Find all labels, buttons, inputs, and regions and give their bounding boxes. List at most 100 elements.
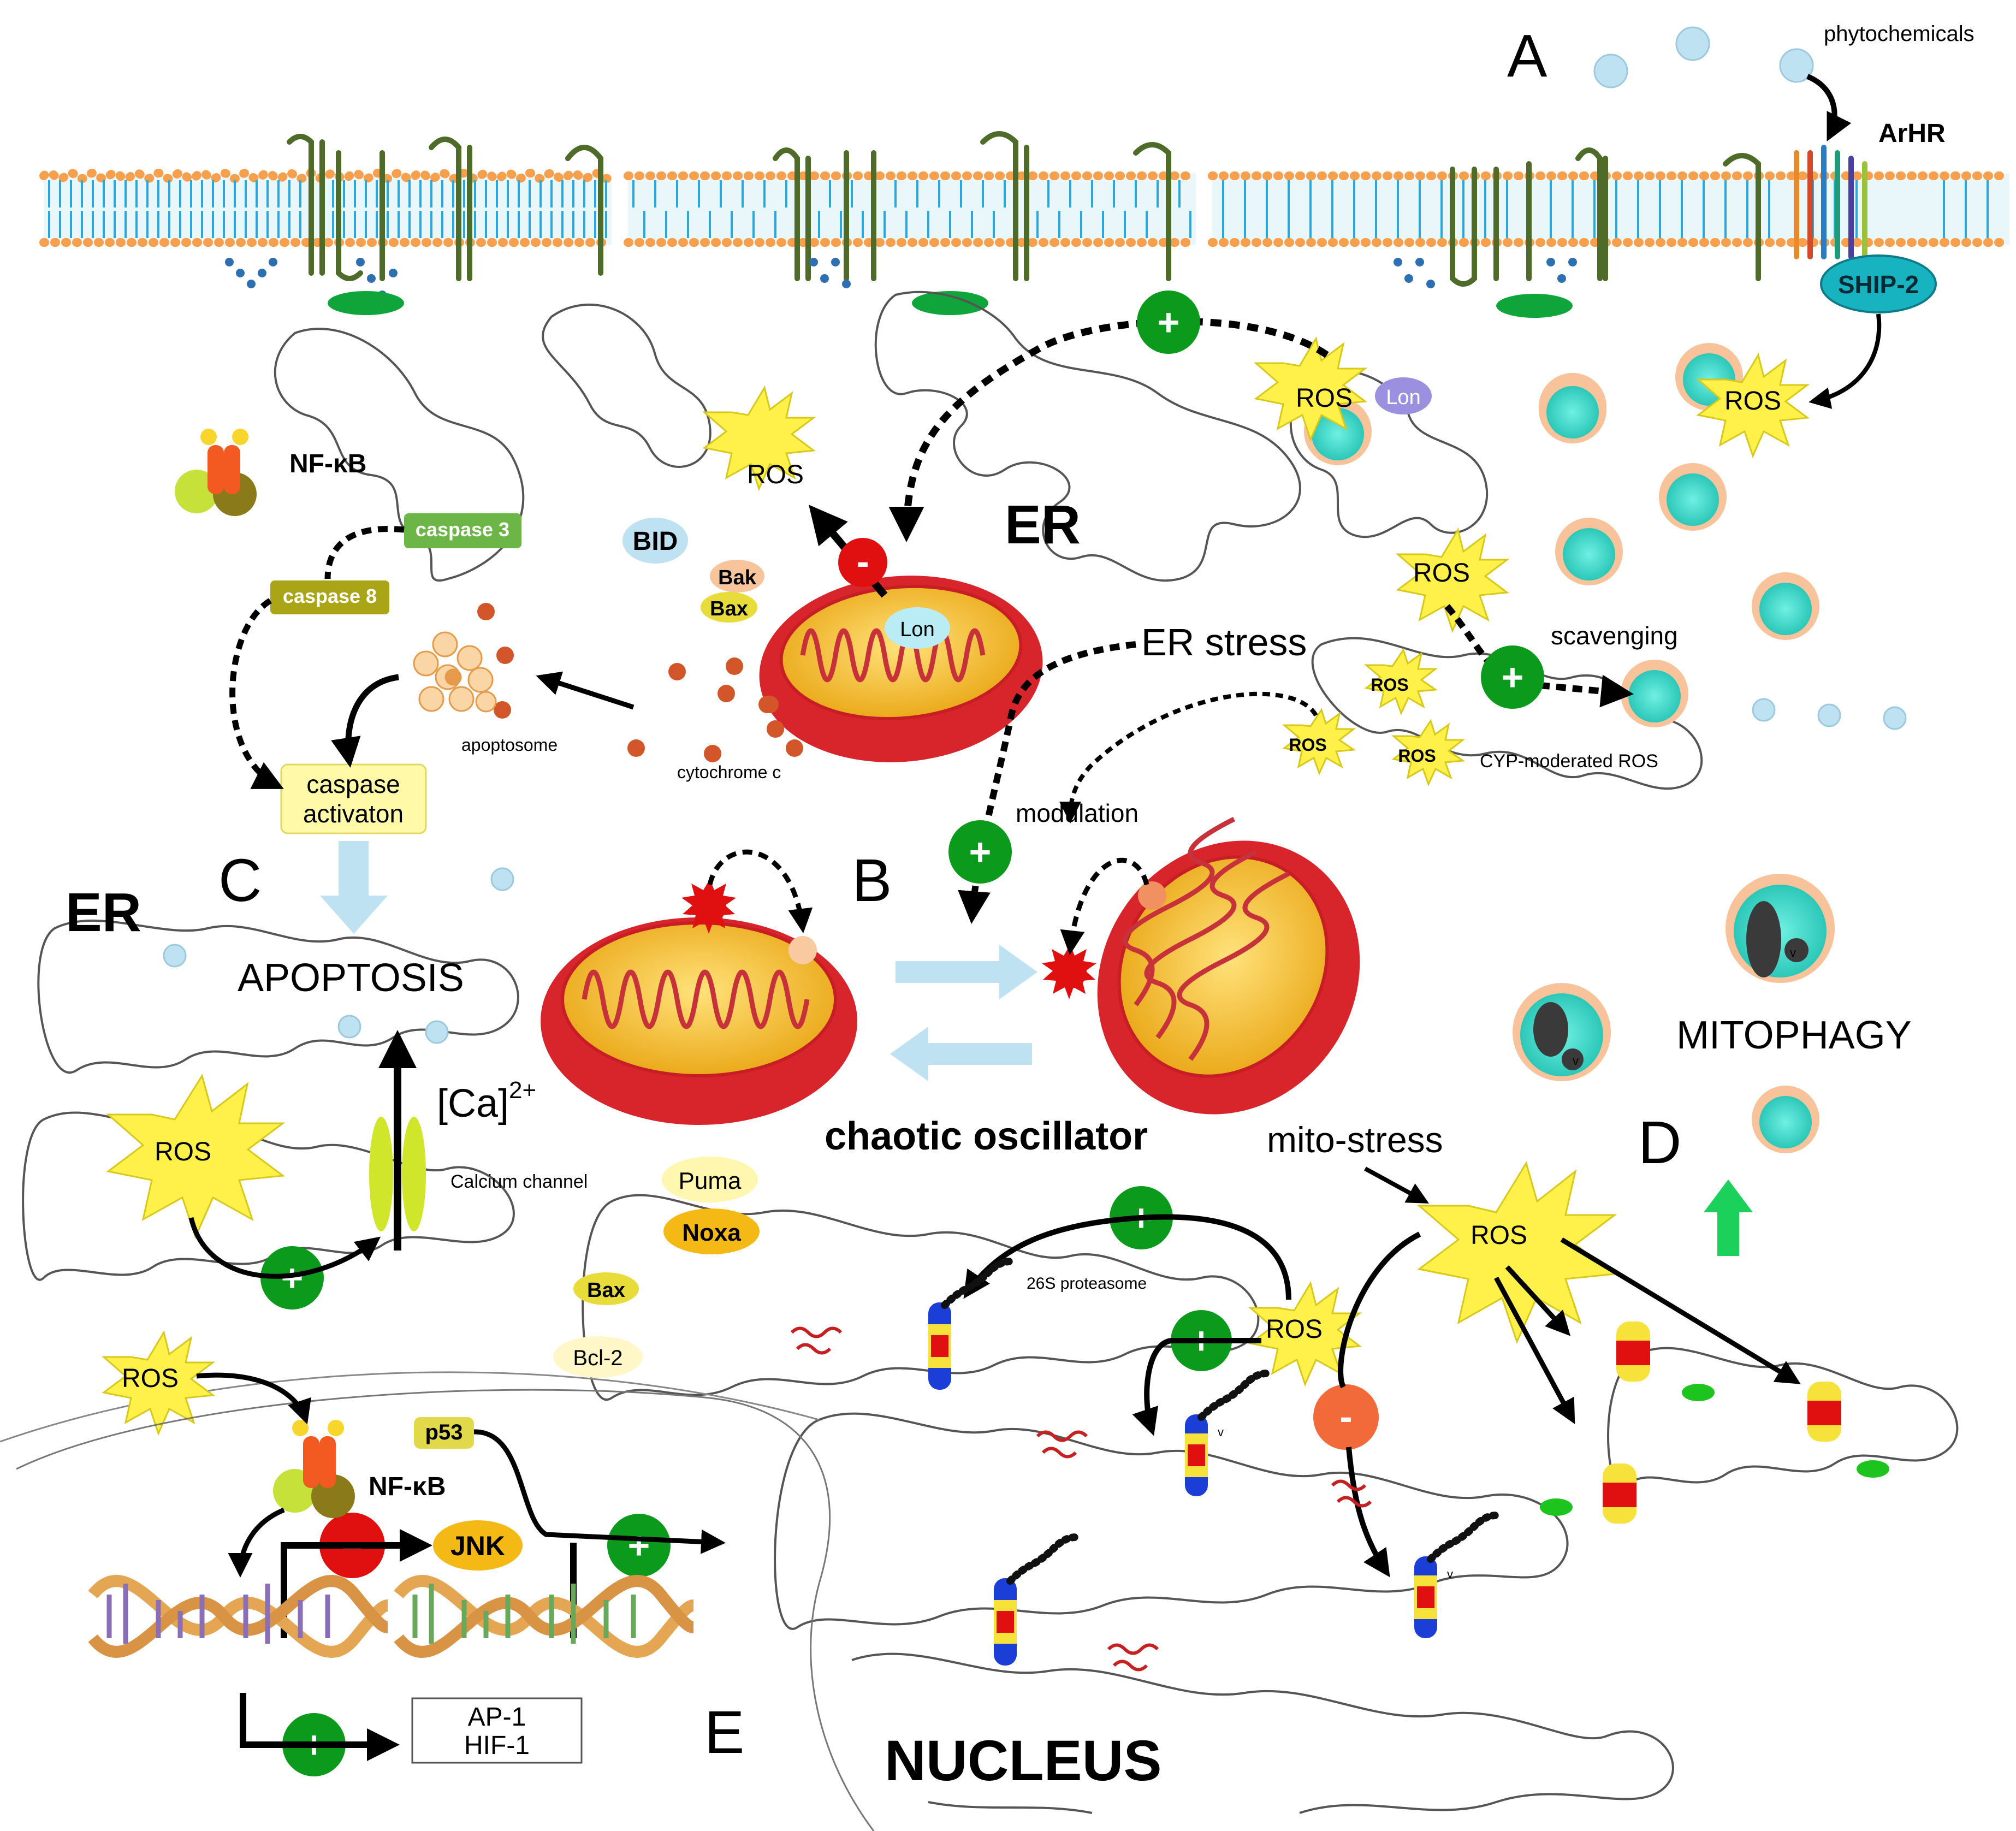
calcium-channel-icon xyxy=(369,1117,426,1231)
caspase-activation-line2: activaton xyxy=(303,799,404,828)
caspase-3-box xyxy=(404,513,521,548)
nucleus-label: NUCLEUS xyxy=(885,1729,1162,1793)
mitophagy-label: MITOPHAGY xyxy=(1676,1014,1912,1057)
v-mark: v xyxy=(1573,1054,1579,1068)
panel-label-e: E xyxy=(704,1699,744,1766)
arhr-receptor-icon xyxy=(1794,145,1867,259)
er-label-top: ER xyxy=(1005,494,1081,555)
proteasome-core xyxy=(1603,1463,1636,1524)
panel-label-b: B xyxy=(852,847,892,914)
ros-stars xyxy=(102,336,1810,1436)
protein-fragment xyxy=(1540,1498,1573,1516)
nfkb-complex-nuclear-icon xyxy=(273,1420,355,1518)
ros-star xyxy=(1696,353,1810,459)
cell-membrane xyxy=(39,131,2014,318)
activation-to-apoptosis-arrow xyxy=(320,841,388,934)
noxa-label: Noxa xyxy=(682,1219,741,1246)
p53-label: p53 xyxy=(425,1420,463,1444)
p53-to-dna-arrow xyxy=(473,1429,726,1554)
ros-star xyxy=(1248,1281,1362,1387)
ros-label: ROS xyxy=(1471,1221,1527,1250)
mitochondrion-top xyxy=(759,576,1043,762)
membrane-segment-left xyxy=(39,169,616,247)
phytochemicals-label: phytochemicals xyxy=(1824,22,1975,46)
ship2-badge xyxy=(1820,254,1937,313)
ros-label: ROS xyxy=(155,1137,211,1166)
modulation-label: modulation xyxy=(1016,799,1139,827)
ros-star xyxy=(1282,708,1356,775)
panel-label-c: C xyxy=(218,847,262,914)
proteasome-cores xyxy=(1540,1322,1889,1524)
apoptosis-label: APOPTOSIS xyxy=(238,956,464,1000)
scavenging-label: scavenging xyxy=(1551,621,1678,650)
vesicles xyxy=(1304,343,1835,1153)
dna-to-ap1-arrow xyxy=(240,1693,400,1761)
plus-glyph: + xyxy=(969,831,992,873)
bax-badge xyxy=(701,592,757,623)
proteasome-label: 26S proteasome xyxy=(1027,1275,1147,1293)
bcl2-label: Bcl-2 xyxy=(573,1346,622,1370)
jnk-badge xyxy=(433,1520,523,1571)
caspase-8-label: caspase 8 xyxy=(283,585,377,607)
lon-badge xyxy=(885,607,950,649)
vesicle xyxy=(1621,660,1688,727)
plus-glyph: + xyxy=(1158,301,1180,343)
lon-label: Lon xyxy=(1386,386,1420,409)
apoptosome-icon xyxy=(413,631,497,713)
ros-label: ROS xyxy=(1371,675,1408,695)
caspase-3-label: caspase 3 xyxy=(416,518,509,541)
ros-to-proteasome-core1 xyxy=(1505,1265,1571,1336)
ap1-label: AP-1 xyxy=(468,1703,526,1732)
protein-fragment xyxy=(1857,1460,1889,1478)
v-labels: v v v v xyxy=(1218,946,1796,1581)
chaotic-oscillator-label: chaotic oscillator xyxy=(825,1115,1148,1158)
proteasome-column xyxy=(1414,1512,1500,1638)
dna-helix-right xyxy=(394,1575,695,1658)
apoptosome-to-activation-arrow xyxy=(331,674,399,768)
ros-star xyxy=(1391,719,1466,786)
mito-signal-stars xyxy=(681,879,1166,999)
ros-to-proteasome-arrow xyxy=(963,1214,1291,1300)
vesicle xyxy=(1555,518,1623,585)
ros-to-proteasome-core3 xyxy=(1560,1237,1801,1384)
mitochondrion-left xyxy=(541,917,857,1125)
panel-labels: A B C D E xyxy=(218,22,1681,1766)
calcium-channel-label: Calcium channel xyxy=(450,1171,588,1192)
v-mark: v xyxy=(1218,1425,1224,1439)
ros-label: ROS xyxy=(1266,1315,1323,1344)
cytochrome-c-particles xyxy=(477,603,803,762)
plus-glyph: + xyxy=(1502,656,1524,698)
vesicle xyxy=(1539,376,1606,443)
ros-inhibit-arrow xyxy=(1338,1231,1421,1573)
mitophagy-up-arrow xyxy=(1704,1180,1753,1256)
ros-to-mito-feedback-arrow xyxy=(888,318,1329,542)
plus-sign xyxy=(607,1514,671,1577)
plus-sign xyxy=(1137,291,1200,354)
bid-badge xyxy=(622,518,688,564)
er-stress-label: ER stress xyxy=(1141,621,1307,663)
er-outlines xyxy=(0,291,1959,1814)
transmembrane-proteins xyxy=(287,131,1761,287)
v-mark: v xyxy=(1790,946,1796,959)
ros-star xyxy=(1396,528,1510,633)
ros-to-calcium-arrow xyxy=(188,1217,381,1279)
proteasome-column xyxy=(928,1258,1014,1390)
panel-label-d: D xyxy=(1638,1109,1681,1176)
minus-sign xyxy=(1313,1384,1379,1450)
cytochrome-c-label: cytochrome c xyxy=(677,762,781,782)
calcium-label: [Ca]2+ xyxy=(437,1077,536,1125)
nucleus-envelope xyxy=(16,1389,875,1831)
v-mark: v xyxy=(1447,1567,1453,1581)
transcription-factor-box xyxy=(411,1697,583,1764)
vesicle xyxy=(1752,572,1819,640)
p53-box xyxy=(414,1417,474,1449)
dna-helix-left xyxy=(88,1575,389,1658)
ros-to-proteasome-core2 xyxy=(1494,1276,1575,1424)
ship2-label: SHIP-2 xyxy=(1838,270,1919,299)
ros-star xyxy=(1254,336,1368,442)
jnk-label: JNK xyxy=(450,1531,505,1561)
oscillator-backward-arrow xyxy=(890,1027,1032,1081)
noxa-badge xyxy=(663,1208,760,1254)
nfkb-to-dna-arrow xyxy=(228,1507,285,1578)
plus-sign xyxy=(260,1246,324,1309)
